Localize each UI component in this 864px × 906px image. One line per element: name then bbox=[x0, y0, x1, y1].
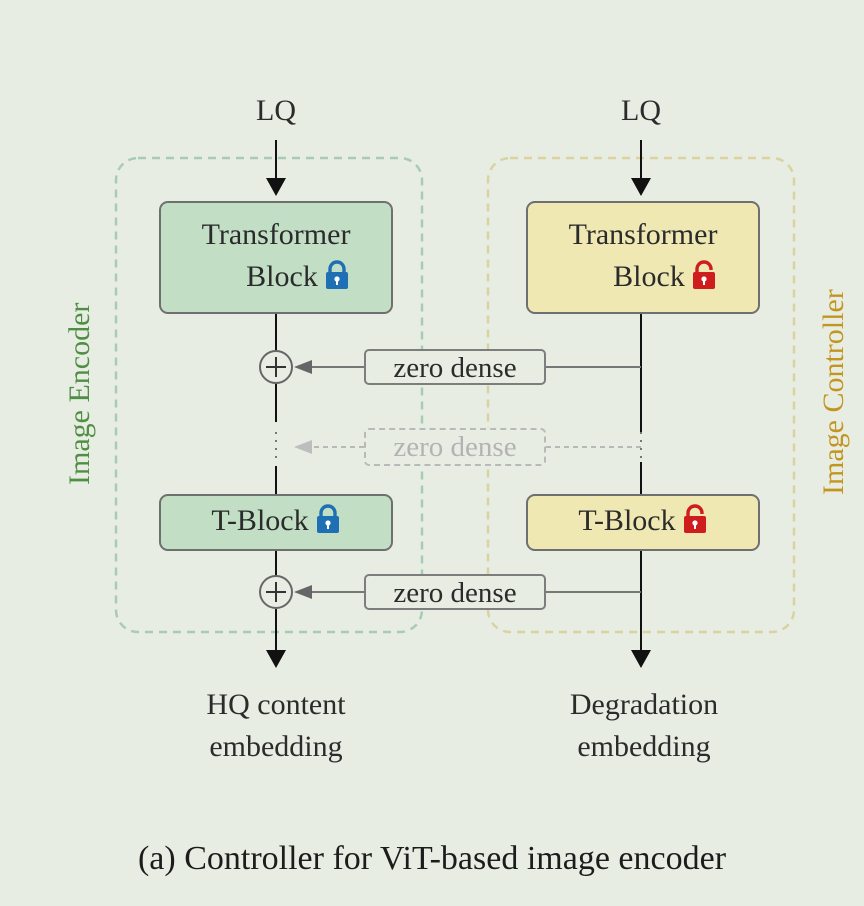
zero-dense-connector-1: zero dense bbox=[364, 349, 546, 385]
add-node-1 bbox=[259, 350, 293, 384]
image-encoder-label: Image Encoder bbox=[63, 302, 96, 485]
unlocked-padlock-icon bbox=[682, 503, 708, 546]
zero-dense-connector-2: zero dense bbox=[364, 428, 546, 466]
unlocked-padlock-icon bbox=[691, 259, 717, 302]
controller-tblock-label: T-Block bbox=[578, 503, 676, 537]
locked-padlock-icon bbox=[324, 259, 350, 302]
output-left-line1: HQ content bbox=[206, 688, 346, 721]
image-encoder-group bbox=[114, 156, 424, 634]
hq-content-embedding-label: HQ content embedding bbox=[206, 684, 345, 768]
output-right-line1: Degradation bbox=[569, 688, 719, 721]
figure-caption: (a) Controller for ViT-based image encod… bbox=[137, 840, 727, 877]
zero-dense-connector-3: zero dense bbox=[364, 574, 546, 610]
encoder-t-block: T-Block bbox=[159, 494, 393, 551]
encoder-block-line2: Block bbox=[246, 259, 318, 293]
right-input-label: LQ bbox=[621, 94, 661, 127]
output-left-line2: embedding bbox=[209, 730, 343, 763]
encoder-tblock-label: T-Block bbox=[211, 503, 309, 537]
controller-block-line1: Transformer bbox=[568, 217, 718, 251]
add-node-2 bbox=[259, 575, 293, 609]
encoder-block-line1: Transformer bbox=[201, 217, 351, 251]
encoder-transformer-block: Transformer Block bbox=[159, 201, 393, 314]
controller-transformer-block: Transformer Block bbox=[526, 201, 760, 314]
image-controller-label: Image Controller bbox=[817, 289, 850, 495]
controller-t-block: T-Block bbox=[526, 494, 760, 551]
controller-block-line2: Block bbox=[613, 259, 685, 293]
degradation-embedding-label: Degradation embedding bbox=[570, 684, 718, 768]
output-right-line2: embedding bbox=[577, 730, 711, 763]
locked-padlock-icon bbox=[315, 503, 341, 546]
left-input-label: LQ bbox=[256, 94, 296, 127]
